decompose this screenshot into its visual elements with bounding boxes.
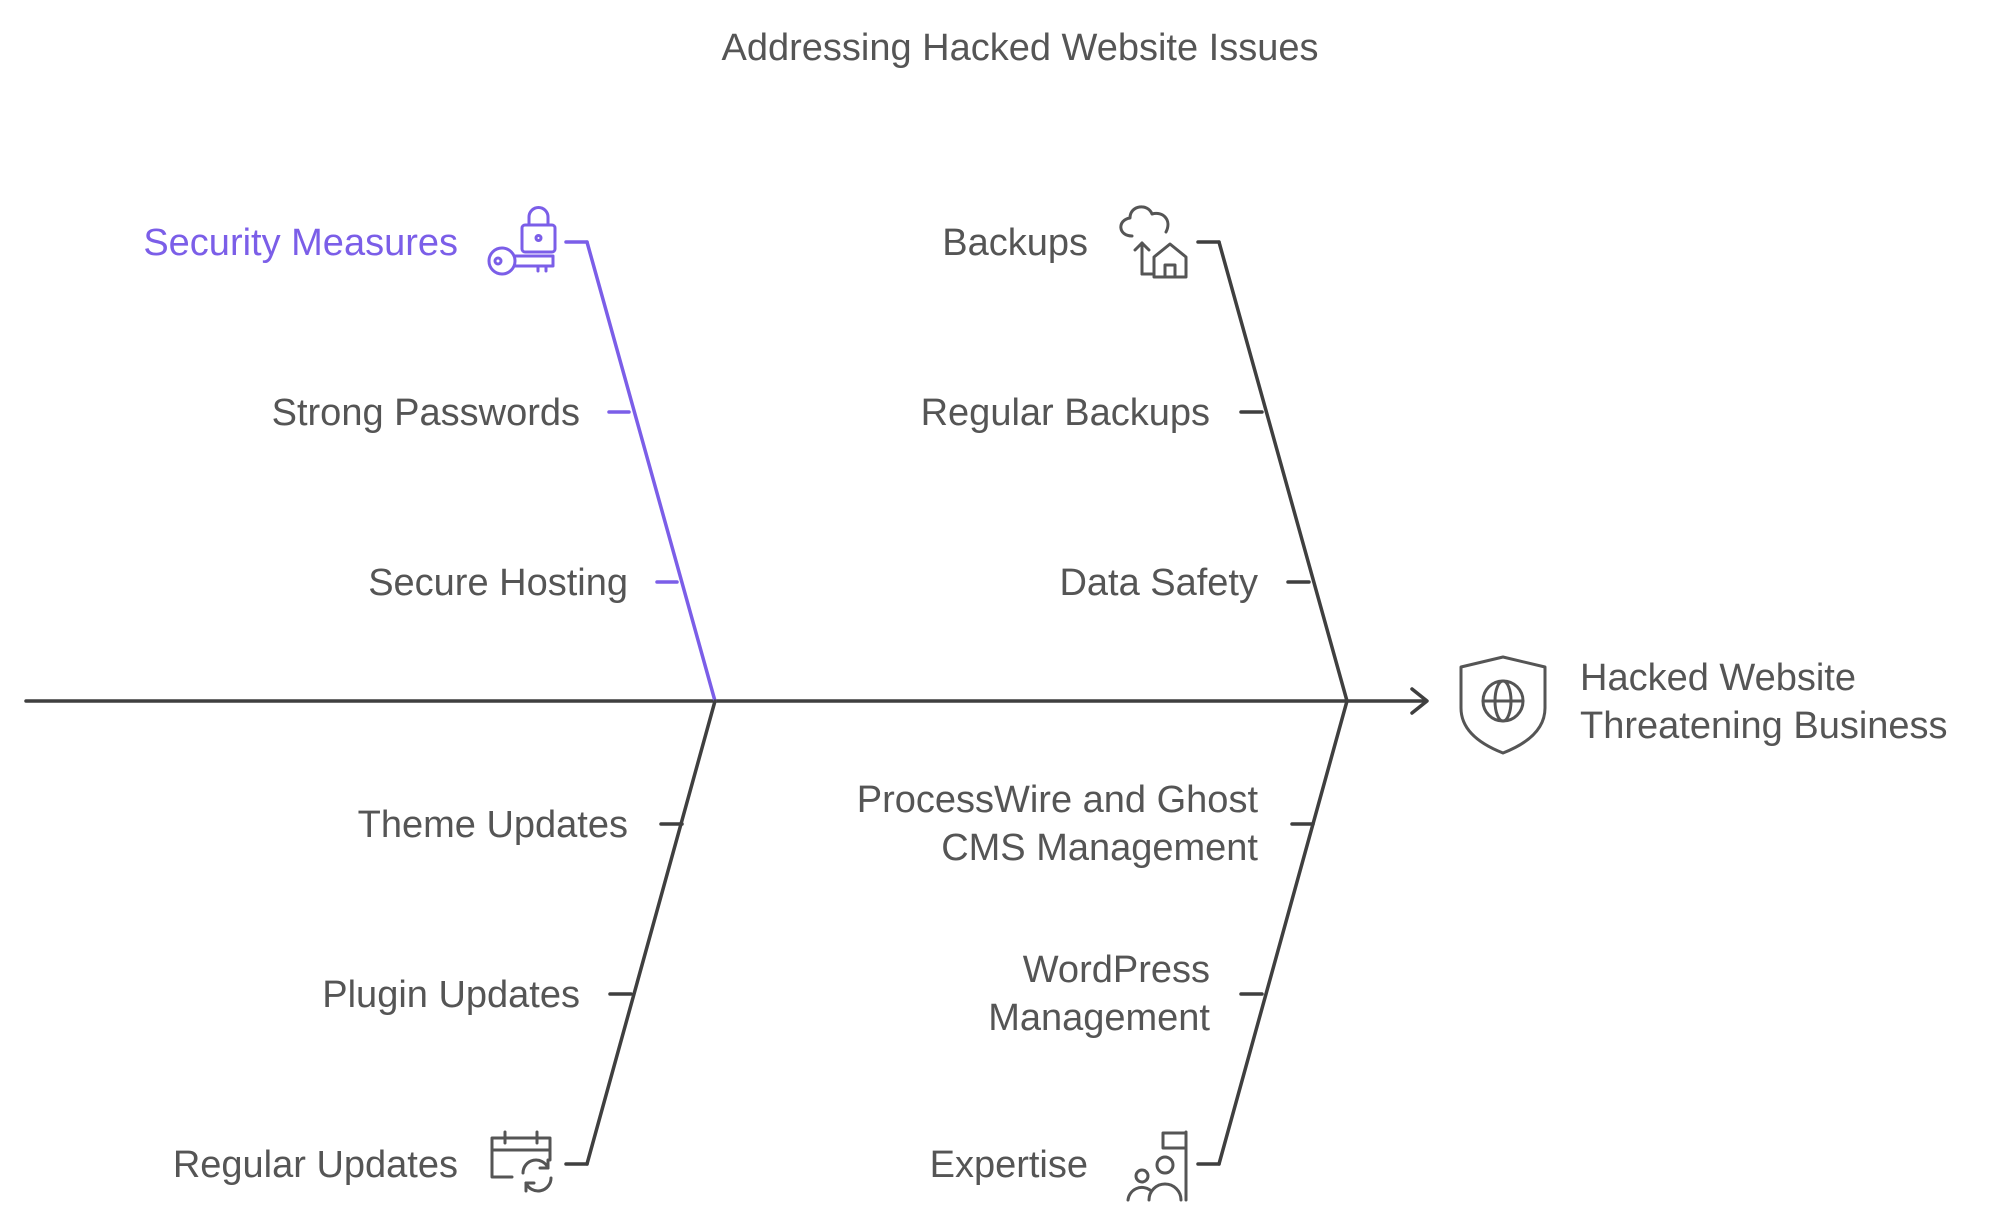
backups-category-label: Backups <box>942 222 1088 264</box>
security-bone-line <box>585 240 717 703</box>
effect-label-line2: Threatening Business <box>1580 705 1948 747</box>
cause-data-safety: Data Safety <box>1059 562 1258 604</box>
diagram-title: Addressing Hacked Website Issues <box>721 27 1318 69</box>
bone-expertise <box>1196 699 1349 1166</box>
cause-processwire-ghost-line2: CMS Management <box>941 827 1258 869</box>
cause-wordpress-line2: Management <box>988 997 1210 1039</box>
cause-strong-passwords: Strong Passwords <box>272 392 580 434</box>
cloud-home-icon <box>1119 205 1188 279</box>
backups-bone-line <box>1217 240 1349 703</box>
people-flag-icon <box>1126 1130 1188 1202</box>
updates-bone-line <box>585 699 717 1166</box>
updates-category-label: Regular Updates <box>173 1144 458 1186</box>
expertise-bone-line <box>1217 699 1349 1166</box>
calendar-refresh-icon <box>490 1130 553 1193</box>
security-category-label: Security Measures <box>143 222 458 264</box>
bone-updates <box>564 699 717 1166</box>
shield-globe-icon <box>1459 655 1547 755</box>
lock-key-icon <box>487 206 557 276</box>
cause-processwire-ghost-line1: ProcessWire and Ghost <box>857 779 1259 821</box>
bone-security <box>564 240 717 703</box>
spine-arrowhead <box>1410 687 1429 715</box>
cause-plugin-updates: Plugin Updates <box>322 974 580 1016</box>
effect-label-line1: Hacked Website <box>1580 657 1856 699</box>
cause-secure-hosting: Secure Hosting <box>368 562 628 604</box>
cause-wordpress-line1: WordPress <box>1023 949 1210 991</box>
cause-regular-backups: Regular Backups <box>921 392 1210 434</box>
expertise-category-label: Expertise <box>930 1144 1088 1186</box>
bone-backups <box>1196 240 1349 703</box>
cause-theme-updates: Theme Updates <box>358 804 628 846</box>
